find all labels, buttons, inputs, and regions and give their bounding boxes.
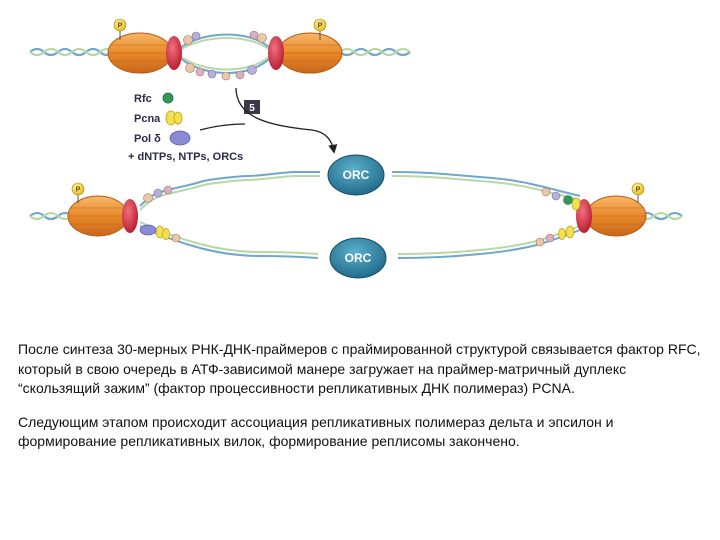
phospho-label: P bbox=[318, 23, 323, 30]
step-number: 5 bbox=[249, 103, 255, 114]
pol-delta-icon bbox=[169, 130, 191, 146]
bottom-replication-bubble: ORC ORC P bbox=[29, 154, 683, 279]
legend-rfc-label: Rfc bbox=[134, 93, 152, 105]
orc-upper: ORC bbox=[327, 154, 385, 196]
step-badge: 5 bbox=[244, 100, 260, 114]
helicase-right-top bbox=[277, 32, 343, 74]
phospho-label: P bbox=[76, 187, 81, 194]
phospho-label: P bbox=[636, 187, 641, 194]
caption-paragraph-1: После синтеза 30-мерных РНК-ДНК-праймеро… bbox=[18, 341, 701, 396]
helicase-left-bottom bbox=[67, 195, 129, 237]
dna-left-top bbox=[29, 47, 115, 57]
polymerase-left-bottom bbox=[122, 199, 138, 233]
replisome-cluster-left bbox=[139, 185, 181, 243]
legend-pcna-label: Pcna bbox=[134, 113, 161, 125]
polymerase-left-top bbox=[166, 36, 182, 70]
helicase-left-top bbox=[107, 32, 173, 74]
dna-left-bottom bbox=[29, 211, 73, 221]
caption: После синтеза 30-мерных РНК-ДНК-праймеро… bbox=[18, 340, 708, 466]
orc-label: ORC bbox=[343, 168, 370, 182]
phospho-mark-bottom-right: P bbox=[631, 182, 645, 203]
replication-diagram: P P Rfc Pcna Pol δ + dNTPs, NTPs, ORCs 5 bbox=[29, 18, 683, 279]
replisome-cluster-right bbox=[535, 187, 581, 247]
step-arrow bbox=[235, 87, 338, 154]
phospho-mark-top-left: P bbox=[113, 18, 127, 40]
legend: Rfc Pcna Pol δ + dNTPs, NTPs, ORCs bbox=[128, 92, 243, 163]
dna-right-bottom bbox=[639, 211, 683, 221]
phospho-label: P bbox=[118, 23, 123, 30]
legend-additives-label: + dNTPs, NTPs, ORCs bbox=[128, 151, 243, 163]
polymerase-right-top bbox=[268, 36, 284, 70]
top-replication-bubble: P P bbox=[29, 18, 411, 81]
step-arrow-feed bbox=[199, 123, 246, 131]
orc-label: ORC bbox=[345, 251, 372, 265]
legend-pol-label: Pol δ bbox=[134, 133, 161, 145]
rfc-icon bbox=[162, 92, 174, 104]
polymerase-right-bottom bbox=[576, 199, 592, 233]
phospho-mark-top-right: P bbox=[313, 18, 327, 40]
helicase-right-bottom bbox=[585, 195, 647, 237]
caption-paragraph-2: Следующим этапом происходит ассоциация р… bbox=[18, 413, 614, 450]
primase-cluster-top bbox=[183, 30, 267, 81]
pcna-icon bbox=[165, 110, 183, 126]
orc-lower: ORC bbox=[329, 237, 387, 279]
phospho-mark-bottom-left: P bbox=[71, 182, 85, 203]
